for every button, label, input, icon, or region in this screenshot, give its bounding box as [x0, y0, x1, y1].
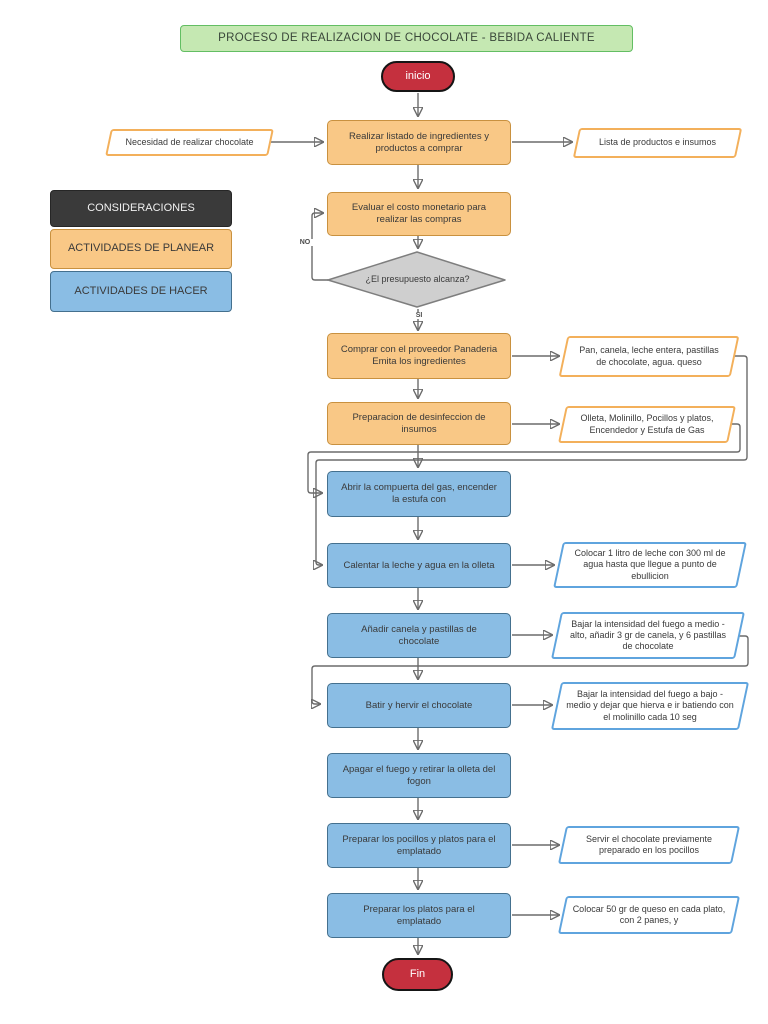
step-prepare-cups: Preparar los pocillos y platos para el e… — [327, 823, 511, 868]
legend-plan-activities: ACTIVIDADES DE PLANEAR — [50, 229, 232, 269]
start-terminator: inicio — [381, 61, 455, 92]
legend-considerations: CONSIDERACIONES — [50, 190, 232, 227]
end-terminator: Fin — [382, 958, 453, 991]
step-turn-off: Apagar el fuego y retirar la olleta del … — [327, 753, 511, 798]
step-disinfect: Preparacion de desinfeccion de insumos — [327, 402, 511, 445]
io-serve-note: Servir el chocolate previamente preparad… — [562, 826, 736, 864]
io-product-list: Lista de productos e insumos — [576, 128, 739, 158]
flowchart-title: PROCESO DE REALIZACION DE CHOCOLATE - BE… — [180, 25, 633, 52]
arrow-decision-no-loop — [311, 213, 328, 281]
decision-budget: ¿El presupuesto alcanza? — [365, 274, 470, 285]
decision-yes-label: SI — [410, 312, 428, 319]
step-heat-milk: Calentar la leche y agua en la olleta — [327, 543, 511, 588]
step-buy-ingredients: Comprar con el proveedor Panaderia Emita… — [327, 333, 511, 379]
step-make-list: Realizar listado de ingredientes y produ… — [327, 120, 511, 165]
arrow-ingredients-to-heat — [316, 355, 748, 565]
step-prepare-plates: Preparar los platos para el emplatado — [327, 893, 511, 938]
io-plate-note: Colocar 50 gr de queso en cada plato, co… — [562, 896, 736, 934]
step-evaluate-cost: Evaluar el costo monetario para realizar… — [327, 192, 511, 236]
legend-do-activities: ACTIVIDADES DE HACER — [50, 271, 232, 312]
step-add-cinnamon: Añadir canela y pastillas de chocolate — [327, 613, 511, 658]
io-need: Necesidad de realizar chocolate — [108, 129, 271, 156]
io-utensils: Olleta, Molinillo, Pocillos y platos, En… — [562, 406, 732, 443]
io-heat-note: Colocar 1 litro de leche con 300 ml de a… — [558, 542, 742, 588]
step-open-gas: Abrir la compuerta del gas, encender la … — [327, 471, 511, 517]
io-whisk-note: Bajar la intensidad del fuego a bajo - m… — [556, 682, 744, 730]
step-whisk-boil: Batir y hervir el chocolate — [327, 683, 511, 728]
io-ingredients: Pan, canela, leche entera, pastillas de … — [563, 336, 735, 377]
io-add-cinnamon-note: Bajar la intensidad del fuego a medio - … — [556, 612, 740, 659]
decision-no-label: NO — [296, 239, 314, 246]
